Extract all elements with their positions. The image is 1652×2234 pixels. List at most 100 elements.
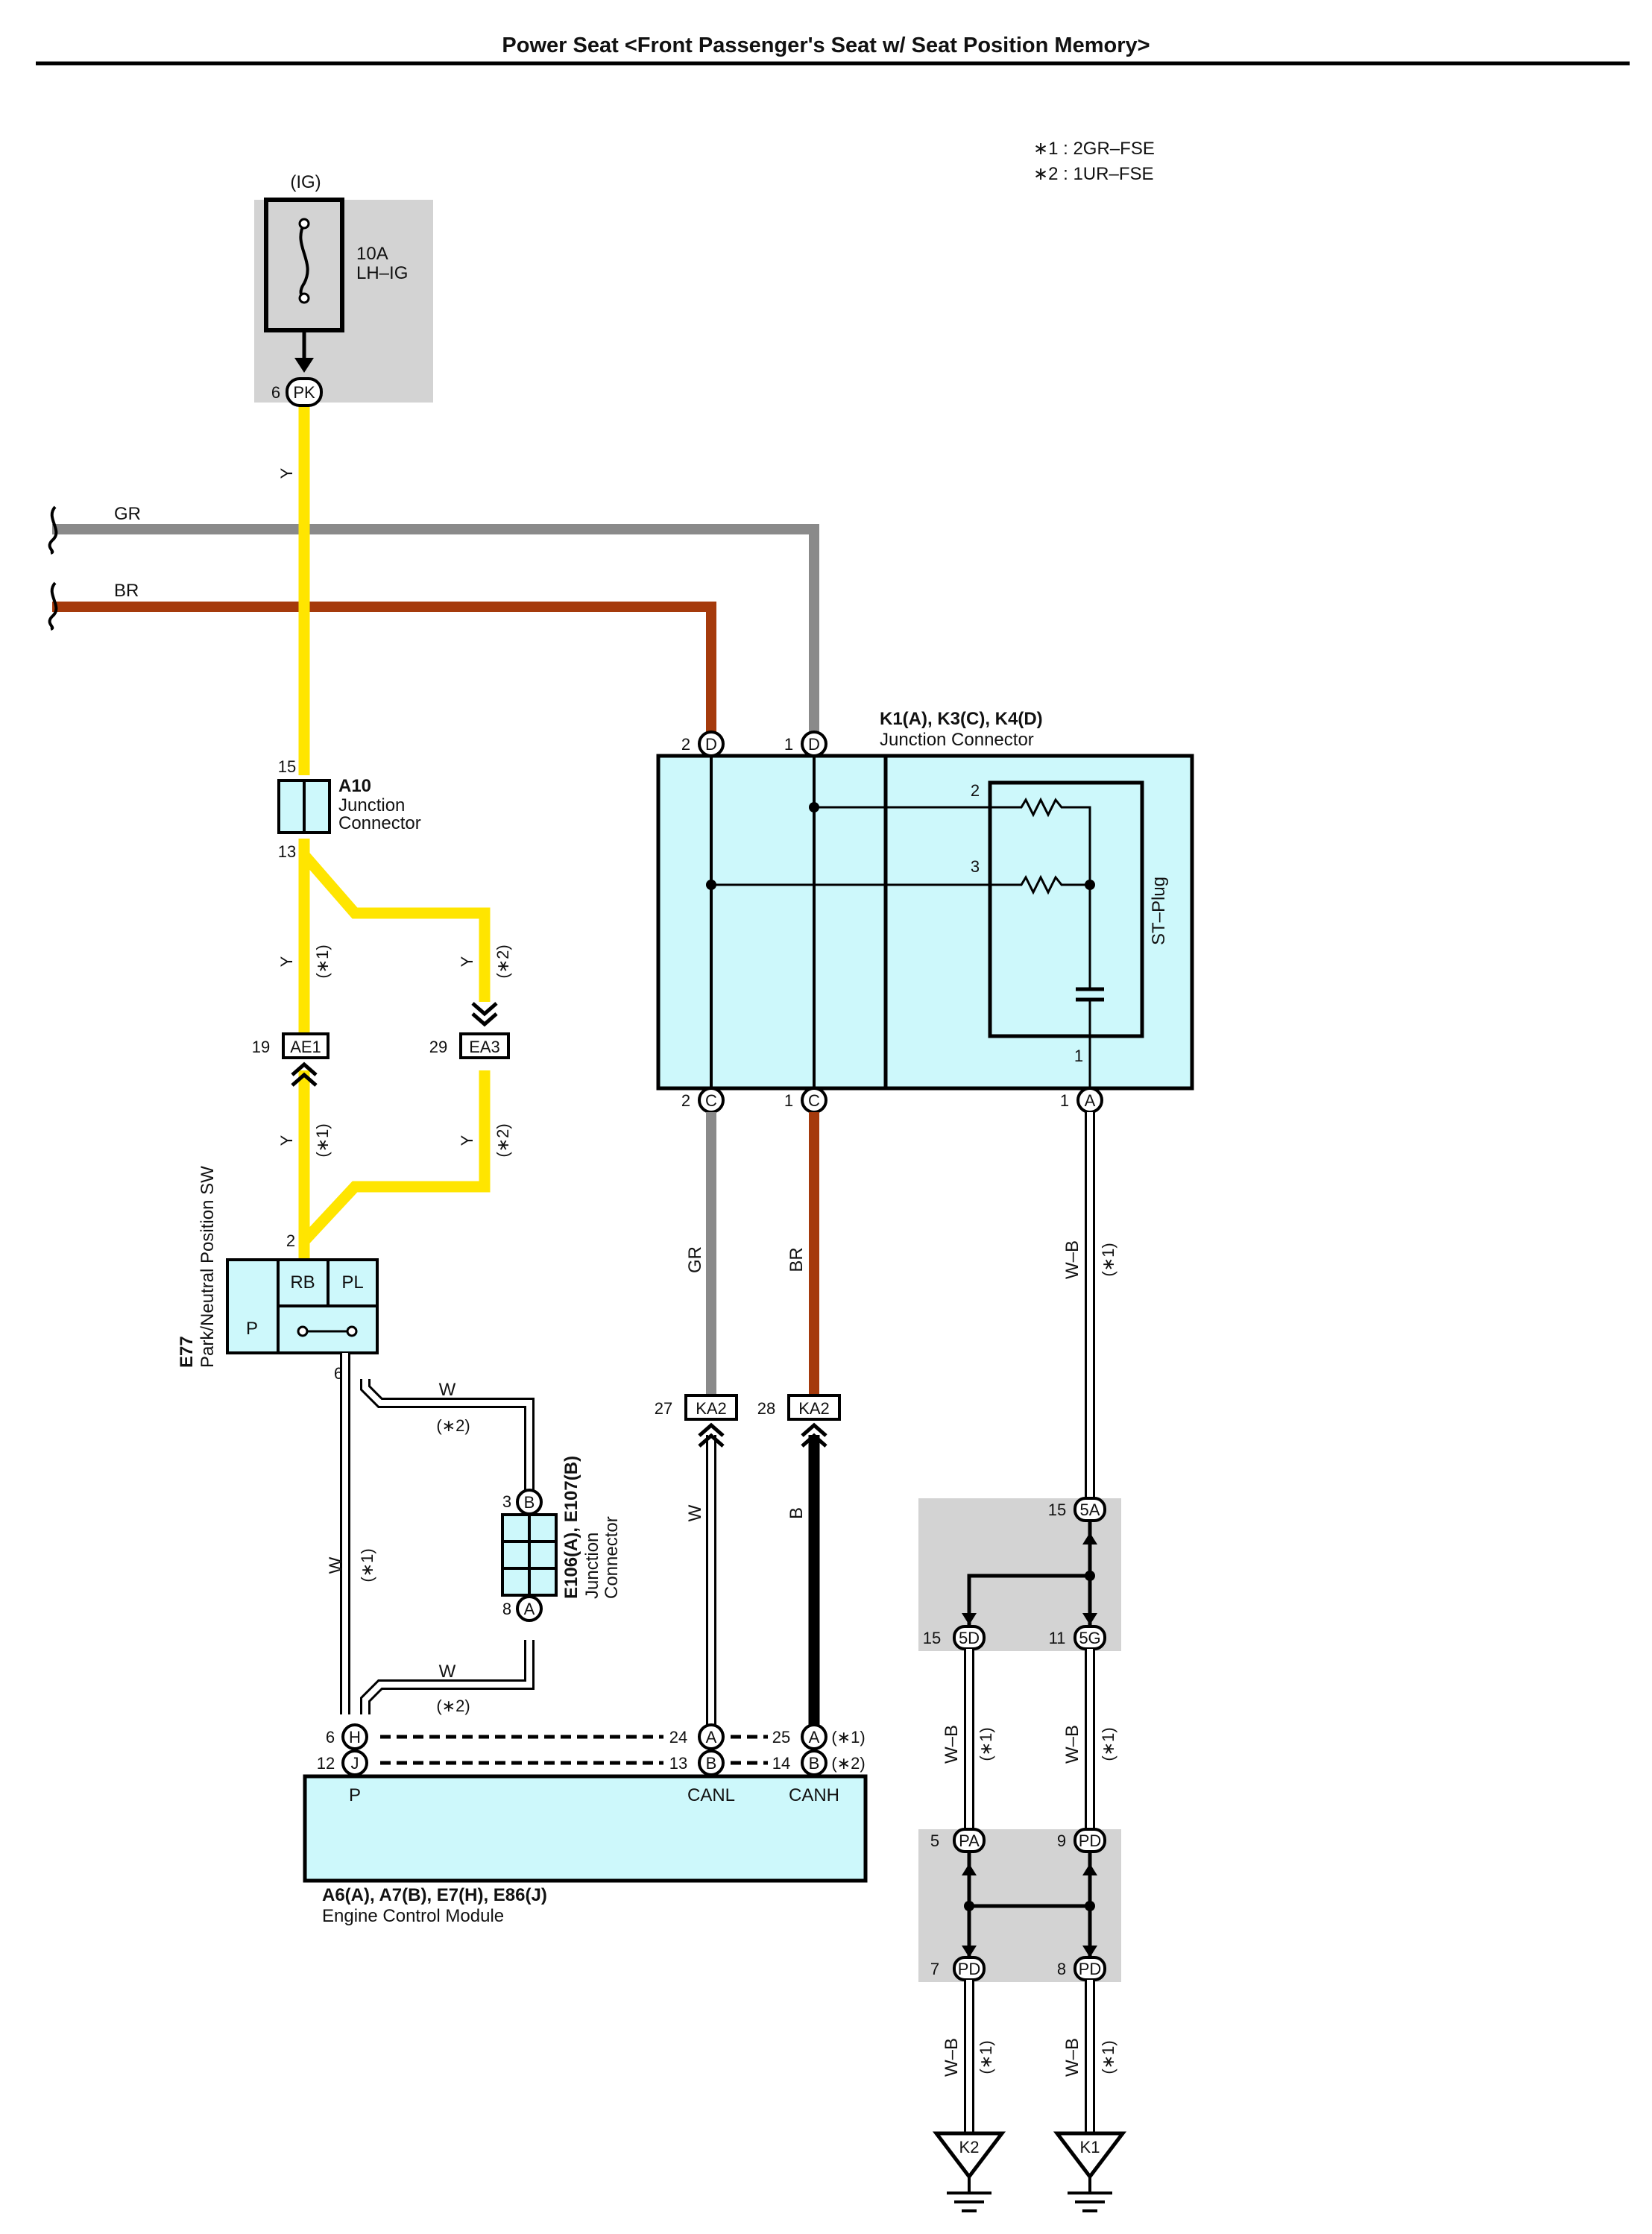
svg-text:KA2: KA2	[798, 1399, 830, 1418]
svg-text:C: C	[705, 1091, 717, 1110]
svg-text:B: B	[524, 1493, 535, 1512]
wire-label-gr: GR	[114, 504, 141, 524]
connector-arrow-icon	[1082, 1946, 1097, 1957]
wire-label-w: W	[326, 1556, 346, 1574]
connector-arrow-icon	[962, 1613, 977, 1625]
junction-connector-e106: B 3 A 8 E106(A), E107(B) Junction Connec…	[501, 1456, 622, 1622]
svg-text:5: 5	[930, 1831, 939, 1850]
junction-connector-a10: 15 13 A10 Junction Connector	[277, 757, 421, 861]
wire-label-y: Y	[458, 956, 476, 967]
fuse-name: LH–IG	[356, 263, 408, 283]
fuse-arrow-icon	[294, 358, 314, 373]
wire-label-wb: W–B	[942, 1725, 962, 1764]
wire-note-n1: (∗1)	[1099, 1243, 1117, 1276]
wire-note-n2: (∗2)	[494, 944, 512, 978]
svg-text:(∗2): (∗2)	[831, 1754, 865, 1773]
wire-label-br: BR	[786, 1247, 807, 1272]
svg-text:Junction Connector: Junction Connector	[880, 730, 1034, 750]
svg-text:H: H	[349, 1728, 361, 1747]
wire-label-y: Y	[277, 956, 296, 967]
wire-label-w: W	[685, 1504, 705, 1521]
svg-text:B: B	[809, 1754, 820, 1773]
splice-block-top: 5A 15 5D 15 5G 11	[918, 1497, 1121, 1651]
svg-text:8: 8	[502, 1600, 511, 1618]
wire-label-b: B	[786, 1507, 807, 1519]
ground-icon	[932, 2131, 1006, 2180]
wire-label-wb: W–B	[942, 2038, 962, 2077]
wire-label-w: W	[439, 1662, 456, 1682]
svg-text:Park/Neutral Position SW: Park/Neutral Position SW	[198, 1166, 218, 1368]
engine-control-module: P CANL CANH A6(A), A7(B), E7(H), E86(J) …	[303, 1723, 868, 1926]
vertical-wires	[706, 1112, 1095, 1726]
wb-wires-middle	[964, 1649, 1095, 1829]
svg-text:C: C	[808, 1091, 820, 1110]
svg-text:Engine Control Module: Engine Control Module	[322, 1906, 504, 1926]
st-plug-box	[988, 780, 1144, 1038]
svg-text:15: 15	[923, 1629, 941, 1647]
connector-ka2-right: KA2 28	[757, 1394, 841, 1448]
wire-label-br: BR	[114, 581, 139, 601]
svg-text:5G: 5G	[1079, 1629, 1100, 1647]
svg-text:14: 14	[772, 1754, 790, 1773]
connector-ea3: EA3 29	[429, 1002, 510, 1059]
svg-text:P: P	[349, 1785, 361, 1805]
svg-text:1: 1	[784, 1091, 793, 1110]
st-plug-label: ST–Plug	[1149, 877, 1169, 945]
note-2: ∗2 : 1UR–FSE	[1033, 164, 1154, 184]
svg-text:Junction: Junction	[338, 795, 405, 815]
connector-arrow-icon	[962, 1946, 977, 1957]
svg-text:2: 2	[681, 735, 690, 754]
svg-text:13: 13	[278, 842, 296, 861]
incoming-wires: GR BR	[48, 504, 819, 738]
svg-text:A10: A10	[338, 776, 371, 796]
break-icon	[48, 505, 58, 555]
wire-note-n1: (∗1)	[1099, 1727, 1117, 1761]
connector-arrow-icon	[471, 1002, 498, 1027]
wire-label-y: Y	[277, 1135, 296, 1146]
svg-text:PA: PA	[959, 1831, 980, 1850]
svg-text:2: 2	[286, 1231, 295, 1250]
svg-text:28: 28	[757, 1399, 775, 1418]
svg-text:6: 6	[271, 383, 280, 402]
svg-text:B: B	[706, 1754, 717, 1773]
svg-text:3: 3	[971, 857, 980, 876]
svg-text:E106(A), E107(B): E106(A), E107(B)	[561, 1456, 581, 1599]
wire-note-n1: (∗1)	[313, 1123, 332, 1157]
svg-text:25: 25	[772, 1728, 790, 1747]
svg-text:11: 11	[1049, 1629, 1066, 1647]
svg-text:13: 13	[669, 1754, 687, 1773]
svg-text:D: D	[705, 735, 717, 754]
resistor-icon	[1014, 797, 1091, 885]
splice-block-bottom: PA 5 PD 9 PD 7 PD 8	[918, 1828, 1121, 1982]
connector-arrow-icon	[1082, 1864, 1097, 1875]
svg-text:24: 24	[669, 1728, 687, 1747]
svg-text:PD: PD	[958, 1960, 981, 1978]
svg-text:12: 12	[317, 1754, 335, 1773]
svg-text:K1(A), K3(C), K4(D): K1(A), K3(C), K4(D)	[880, 709, 1043, 729]
connector-arrow-icon	[1082, 1613, 1097, 1625]
svg-text:Connector: Connector	[602, 1516, 622, 1599]
svg-text:27: 27	[655, 1399, 672, 1418]
svg-text:AE1: AE1	[290, 1038, 321, 1056]
svg-text:2: 2	[681, 1091, 690, 1110]
wire-label-w: W	[439, 1380, 456, 1400]
svg-text:E77: E77	[177, 1336, 197, 1368]
white-wires	[340, 1353, 535, 1714]
ground-k2: K2	[932, 2131, 1006, 2212]
wire-note-n2: (∗2)	[436, 1697, 470, 1715]
wire-note-n2: (∗2)	[494, 1123, 512, 1157]
svg-text:PK: PK	[293, 383, 315, 402]
svg-text:CANH: CANH	[789, 1785, 839, 1805]
wire-label-wb: W–B	[1062, 2038, 1082, 2077]
svg-text:19: 19	[252, 1038, 270, 1056]
connector-arrow-icon	[801, 1422, 827, 1448]
svg-text:A: A	[1085, 1091, 1096, 1110]
connector-ka2-left: KA2 27	[655, 1394, 738, 1448]
connector-ae1: AE1 19	[252, 1032, 330, 1087]
svg-text:Connector: Connector	[338, 813, 421, 833]
svg-text:CANL: CANL	[687, 1785, 735, 1805]
svg-text:5D: 5D	[959, 1629, 980, 1647]
ig-label: (IG)	[290, 172, 321, 192]
ground-icon	[1053, 2131, 1127, 2180]
